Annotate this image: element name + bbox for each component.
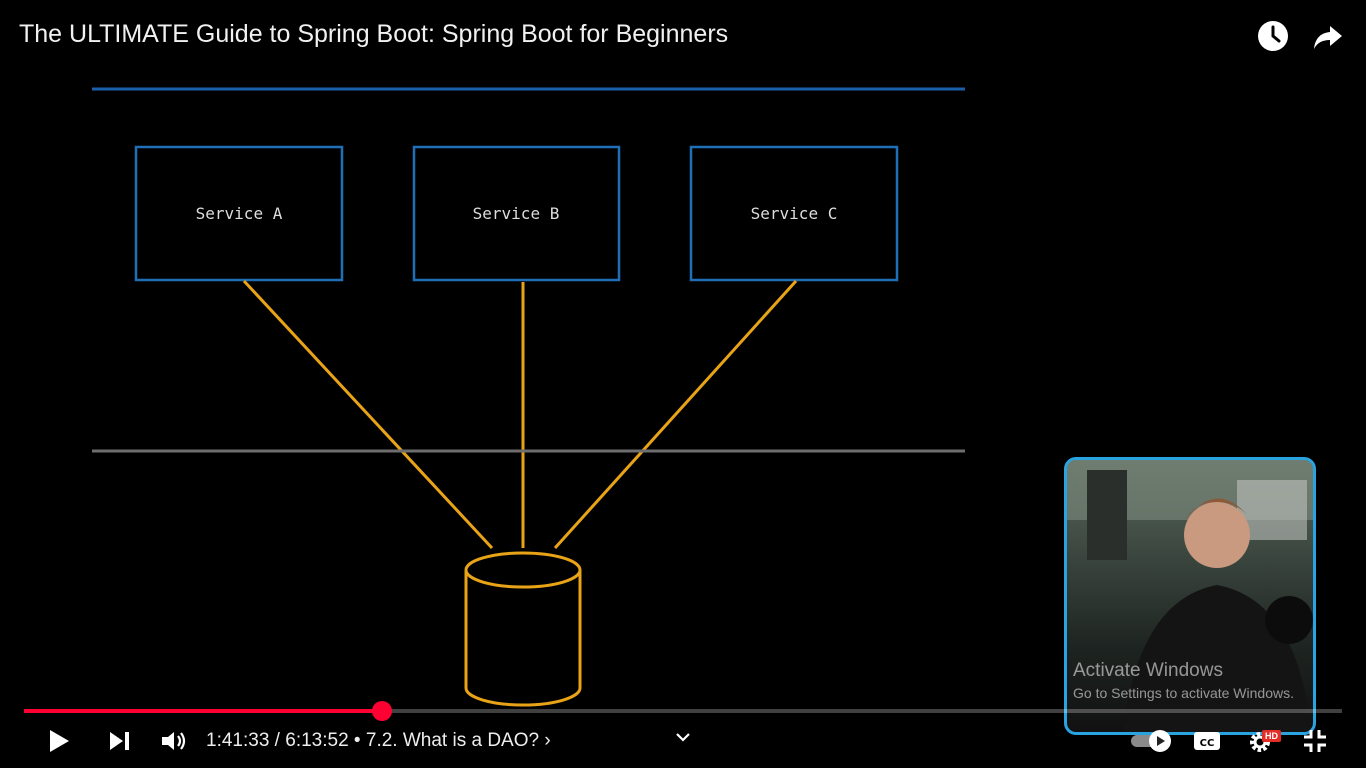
- svg-text:CC: CC: [1200, 738, 1215, 749]
- time-display: 1:41:33 / 6:13:52 • 7.2. What is a DAO? …: [206, 730, 551, 752]
- closed-captions-icon[interactable]: CC: [1193, 730, 1221, 757]
- exit-fullscreen-icon[interactable]: [1302, 728, 1328, 759]
- progress-scrubber-handle[interactable]: [371, 701, 392, 721]
- chapter-chevron-icon: ›: [544, 730, 551, 751]
- play-icon[interactable]: [46, 728, 72, 759]
- database-cylinder: [464, 551, 582, 707]
- chapter-title: 7.2. What is a DAO?: [365, 730, 540, 751]
- next-video-icon[interactable]: [108, 730, 132, 757]
- architecture-diagram: Service A Service B Service C: [92, 87, 965, 707]
- connector-a: [242, 279, 494, 550]
- volume-icon[interactable]: [160, 729, 188, 758]
- autoplay-toggle[interactable]: [1130, 729, 1174, 758]
- watch-later-icon[interactable]: [1255, 18, 1291, 54]
- hd-badge: HD: [1262, 730, 1281, 742]
- service-a-box: Service A: [134, 145, 344, 282]
- duration: 6:13:52: [285, 730, 349, 751]
- service-c-label: Service C: [751, 204, 838, 223]
- share-icon[interactable]: [1310, 18, 1346, 54]
- service-c-box: Service C: [689, 145, 899, 282]
- video-title[interactable]: The ULTIMATE Guide to Spring Boot: Sprin…: [19, 20, 729, 48]
- settings-gear-icon[interactable]: [1247, 729, 1273, 760]
- time-separator: /: [269, 730, 286, 751]
- chapter-bullet: •: [348, 730, 366, 751]
- service-a-label: Service A: [196, 204, 283, 223]
- presenter-webcam-overlay: [1064, 457, 1316, 735]
- service-b-label: Service B: [473, 204, 560, 223]
- current-time: 1:41:33: [206, 730, 270, 751]
- connector-c: [553, 279, 798, 550]
- service-b-box: Service B: [412, 145, 621, 282]
- chapter-title-button[interactable]: 7.2. What is a DAO? ›: [366, 730, 551, 751]
- progress-bar[interactable]: [24, 701, 1342, 721]
- progress-played: [24, 709, 382, 713]
- expand-chevron-icon[interactable]: [674, 730, 692, 749]
- progress-track: [24, 709, 1342, 713]
